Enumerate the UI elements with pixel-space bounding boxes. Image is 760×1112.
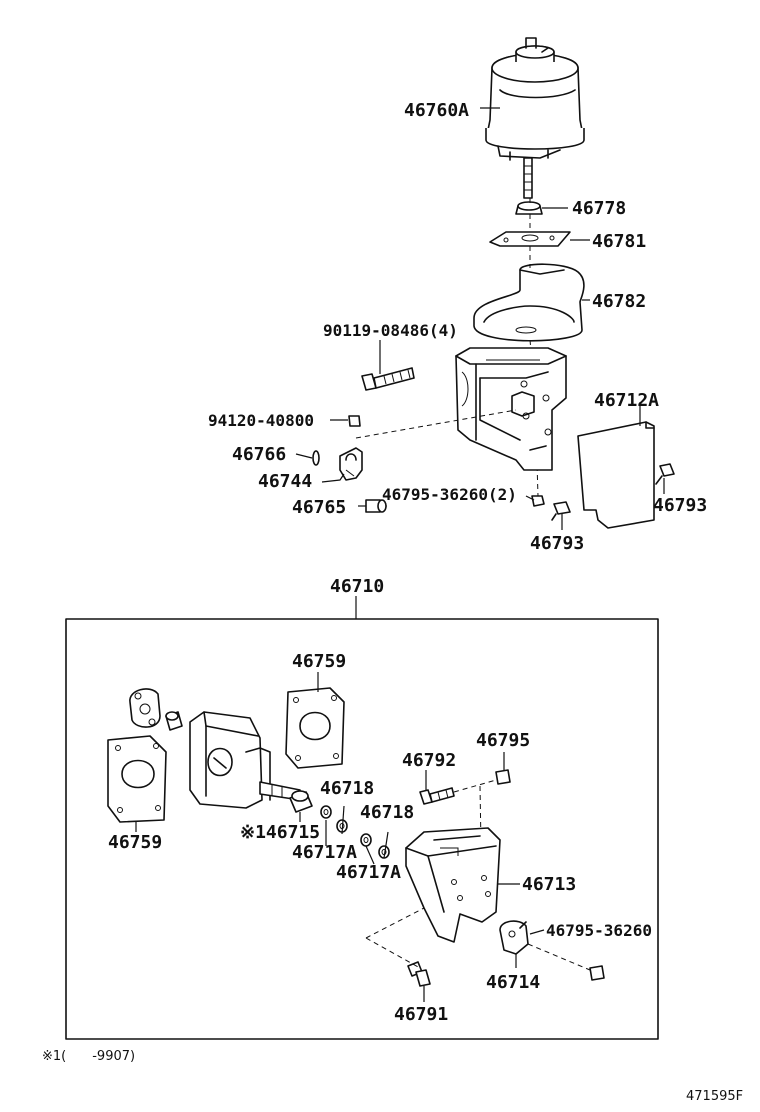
label-94120-40800: 94120-40800 <box>208 411 314 430</box>
label-46765: 46765 <box>292 497 346 518</box>
bolt-46793-right-drawing <box>655 463 675 485</box>
nut-46795-drawing <box>495 769 511 785</box>
washer-46717A-a-drawing <box>320 805 332 819</box>
nut-94120-drawing <box>348 415 361 427</box>
bracket-46782-drawing <box>473 263 585 342</box>
label-46782: 46782 <box>592 291 646 312</box>
bushing-46715-drawing <box>289 790 313 813</box>
label-46713: 46713 <box>522 874 576 895</box>
label-46717A-a: 46717A <box>292 842 357 863</box>
label-46778: 46778 <box>572 198 626 219</box>
plate-46712A-drawing <box>577 421 655 529</box>
label-46759-top: 46759 <box>292 651 346 672</box>
bolt-46793-bottom-drawing <box>551 501 571 521</box>
assembly-46710-frame <box>65 618 659 1040</box>
label-46793-bottom: 46793 <box>530 533 584 554</box>
label-46792: 46792 <box>402 750 456 771</box>
label-46791: 46791 <box>394 1004 448 1025</box>
nut-46795-36260-drawing <box>589 965 605 981</box>
valve-body-drawing <box>189 711 301 809</box>
plate-46781-drawing <box>489 231 571 247</box>
label-46717A-b: 46717A <box>336 862 401 883</box>
bushing-drawing <box>165 711 183 731</box>
nut-46778-drawing <box>515 201 543 215</box>
bolt-90119-drawing <box>361 367 415 391</box>
label-46793-right: 46793 <box>653 495 707 516</box>
bracket-46713-drawing <box>405 827 501 943</box>
label-46710: 46710 <box>330 576 384 597</box>
washer-46717A-b-drawing <box>360 833 372 847</box>
label-46760A: 46760A <box>404 100 469 121</box>
label-46744: 46744 <box>258 471 312 492</box>
actuator-46760A-drawing <box>485 37 585 199</box>
lever-46744-drawing <box>339 447 363 481</box>
pin-46765-drawing <box>365 499 387 513</box>
label-46766: 46766 <box>232 444 286 465</box>
label-46714: 46714 <box>486 972 540 993</box>
footnote: ※1( -9907) <box>42 1049 135 1064</box>
label-46712A: 46712A <box>594 390 659 411</box>
bolt-46792-drawing <box>419 787 455 805</box>
clip-46766-drawing <box>312 450 320 466</box>
gasket-46759-left-drawing <box>107 735 167 823</box>
label-46718-b: 46718 <box>360 802 414 823</box>
label-46795-36260: 46795-36260 <box>546 921 652 940</box>
label-90119-08486: 90119-08486(4) <box>323 321 458 340</box>
nut-46795-36260-2-drawing <box>531 495 545 507</box>
label-46718-a: 46718 <box>320 778 374 799</box>
gasket-46759-top-drawing <box>285 687 345 769</box>
main-bracket-drawing <box>455 347 567 471</box>
label-46781: 46781 <box>592 231 646 252</box>
label-46795: 46795 <box>476 730 530 751</box>
small-gasket-drawing <box>129 688 161 728</box>
label-46715: ※146715 <box>240 822 320 843</box>
label-46759-left: 46759 <box>108 832 162 853</box>
lever-46714-drawing <box>499 920 529 955</box>
label-46795-36260-2: 46795-36260(2) <box>382 485 517 504</box>
bolt-46791-drawing <box>407 961 431 987</box>
diagram-id: 471595F <box>686 1089 743 1104</box>
